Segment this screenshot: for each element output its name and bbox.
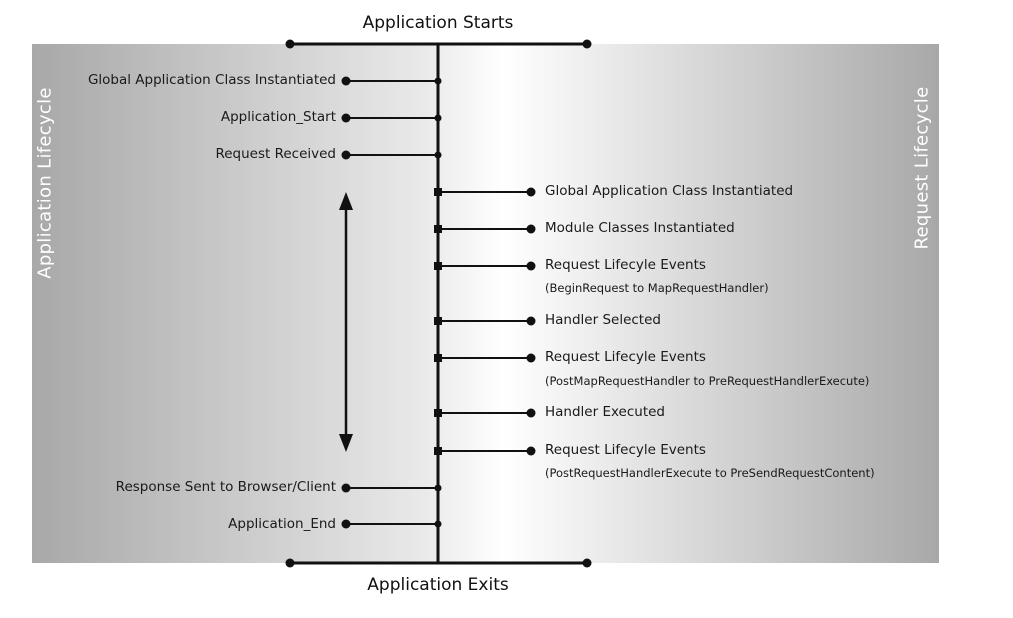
- right-event-lifecycle-events-1: Request Lifecyle Events: [545, 257, 706, 273]
- left-connector-node-2: [434, 151, 442, 159]
- right-connector-dot-5: [526, 408, 536, 418]
- right-connector-node-0: [434, 188, 442, 196]
- request-span-arrow-head-top: [339, 192, 353, 210]
- right-connector-node-3: [434, 317, 442, 325]
- left-connector-dot-3: [341, 483, 351, 493]
- left-connector-node-3: [434, 484, 442, 492]
- start-bar-left-end: [285, 39, 295, 49]
- right-connector-node-5: [434, 409, 442, 417]
- right-event-module-classes: Module Classes Instantiated: [545, 220, 735, 236]
- right-connector-node-2: [434, 262, 442, 270]
- left-connector-dot-2: [341, 150, 351, 160]
- right-connector-dot-3: [526, 316, 536, 326]
- lifecycle-band: [32, 44, 939, 563]
- left-event-request-received: Request Received: [215, 146, 336, 162]
- right-event-lifecycle-events-2-detail: (PostMapRequestHandler to PreRequestHand…: [545, 374, 870, 388]
- right-connector-dot-0: [526, 187, 536, 197]
- left-connector-node-1: [434, 114, 442, 122]
- right-connector-dot-1: [526, 224, 536, 234]
- start-bar-right-end: [582, 39, 592, 49]
- right-event-lifecycle-events-3: Request Lifecyle Events: [545, 442, 706, 458]
- right-connector-dot-2: [526, 261, 536, 271]
- application-lifecycle-label: Application Lifecycle: [34, 87, 56, 279]
- application-starts-title: Application Starts: [362, 13, 514, 33]
- right-event-lifecycle-events-1-detail: (BeginRequest to MapRequestHandler): [545, 281, 769, 295]
- right-connector-node-6: [434, 447, 442, 455]
- right-connector-dot-4: [526, 353, 536, 363]
- left-connector-dot-0: [341, 76, 351, 86]
- left-event-application-end: Application_End: [228, 516, 336, 532]
- left-connector-node-4: [434, 520, 442, 528]
- exit-bar-left-end: [285, 558, 295, 568]
- left-connector-node-0: [434, 77, 442, 85]
- right-event-handler-selected: Handler Selected: [545, 312, 661, 328]
- left-event-global-app-class: Global Application Class Instantiated: [87, 72, 336, 88]
- request-span-arrow-head-bottom: [339, 434, 353, 452]
- left-event-response-sent: Response Sent to Browser/Client: [115, 479, 336, 495]
- right-event-lifecycle-events-3-detail: (PostRequestHandlerExecute to PreSendReq…: [545, 466, 875, 480]
- right-event-global-app-class: Global Application Class Instantiated: [545, 183, 794, 199]
- right-event-handler-executed: Handler Executed: [545, 404, 666, 420]
- left-event-application-start: Application_Start: [220, 109, 336, 125]
- left-connector-dot-4: [341, 519, 351, 529]
- right-connector-node-4: [434, 354, 442, 362]
- right-connector-dot-6: [526, 446, 536, 456]
- right-event-lifecycle-events-2: Request Lifecyle Events: [545, 349, 706, 365]
- right-connector-node-1: [434, 225, 442, 233]
- exit-bar-right-end: [582, 558, 592, 568]
- application-exits-title: Application Exits: [367, 575, 509, 595]
- left-connector-dot-1: [341, 113, 351, 123]
- request-lifecycle-label: Request Lifecycle: [911, 86, 933, 250]
